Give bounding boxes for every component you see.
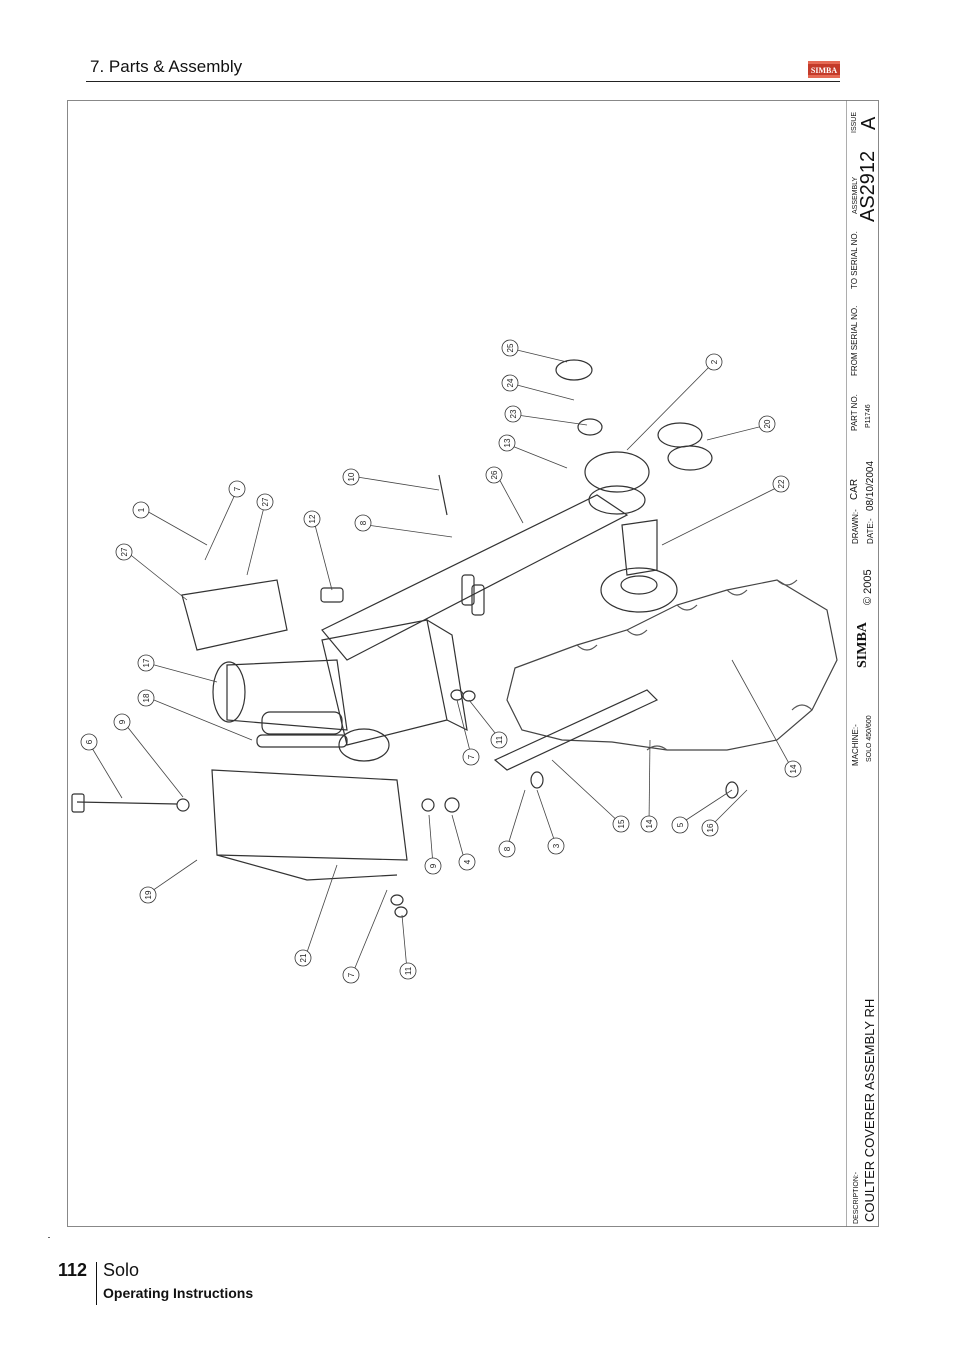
title-block-logo: SIMBA xyxy=(855,622,870,668)
callout-label: 25 xyxy=(506,343,515,352)
copyright: © 2005 xyxy=(862,569,874,605)
drawn-label: DRAWN:- xyxy=(851,509,860,544)
callout-label: 5 xyxy=(676,822,685,827)
issue-value: A xyxy=(858,116,880,130)
callout-label: 19 xyxy=(144,890,153,899)
to-serial-label: TO SERIAL NO. xyxy=(850,231,859,289)
part-no-value: P11746 xyxy=(865,404,872,428)
machine-value: SOLO 450/600 xyxy=(866,715,873,762)
callout-label: 14 xyxy=(645,819,654,828)
callout-label: 2 xyxy=(710,359,719,364)
callout-label: 8 xyxy=(359,520,368,525)
footer-divider xyxy=(96,1262,97,1305)
callout-label: 7 xyxy=(347,972,356,977)
drawing-frame xyxy=(67,100,879,1227)
callout-label: 7 xyxy=(233,486,242,491)
callout-label: 23 xyxy=(509,409,518,418)
callout-label: 11 xyxy=(404,966,413,975)
callout-label: 18 xyxy=(142,693,151,702)
callout-label: 15 xyxy=(617,819,626,828)
callout-label: 8 xyxy=(503,846,512,851)
simba-logo-icon: SIMBA xyxy=(808,61,840,78)
callout-label: 4 xyxy=(463,859,472,864)
callout-label: 24 xyxy=(506,378,515,387)
callout-label: 27 xyxy=(120,547,129,556)
callout-label: 27 xyxy=(261,497,270,506)
scan-mark xyxy=(48,1237,50,1238)
callout-label: 7 xyxy=(467,754,476,759)
callout-label: 10 xyxy=(347,472,356,481)
section-title: 7. Parts & Assembly xyxy=(90,57,243,76)
callout-label: 17 xyxy=(142,658,151,667)
callout-label: 20 xyxy=(763,419,772,428)
date-value: 08/10/2004 xyxy=(865,460,876,511)
callout-label: 13 xyxy=(503,438,512,447)
assembly-number: AS2912 xyxy=(857,150,879,222)
callout-label: 21 xyxy=(299,953,308,962)
callout-label: 11 xyxy=(495,735,504,744)
drawing-description: COULTER COVERER ASSEMBLY RH xyxy=(862,998,877,1222)
callout-label: 3 xyxy=(552,843,561,848)
callout-label: 16 xyxy=(706,823,715,832)
svg-text:SIMBA: SIMBA xyxy=(811,66,837,75)
page-number: 112 xyxy=(58,1260,88,1280)
callout-label: 26 xyxy=(490,470,499,479)
from-serial-label: FROM SERIAL NO. xyxy=(850,305,859,376)
exploded-assembly-drawing: 25 2 24 23 20 13 10 26 22 8 12 1 7 27 27… xyxy=(71,100,847,1227)
header-divider xyxy=(86,81,840,82)
callout-label: 22 xyxy=(777,479,786,488)
callout-label: 9 xyxy=(429,863,438,868)
callout-label: 1 xyxy=(137,507,146,512)
callout-label: 12 xyxy=(308,514,317,523)
callout-label: 9 xyxy=(118,719,127,724)
machine-label: MACHINE:- xyxy=(851,724,860,766)
description-label: DESCRIPTION:- xyxy=(853,1171,860,1224)
footer-subtitle: Operating Instructions xyxy=(103,1285,254,1301)
drawn-value: CAR xyxy=(849,478,860,500)
date-label: DATE:- xyxy=(866,518,875,544)
callout-label: 6 xyxy=(85,739,94,744)
issue-label: ISSUE xyxy=(851,111,858,133)
callout-label: 14 xyxy=(789,764,798,773)
part-no-label: PART NO. xyxy=(850,394,859,431)
footer-model: Solo xyxy=(103,1260,140,1280)
